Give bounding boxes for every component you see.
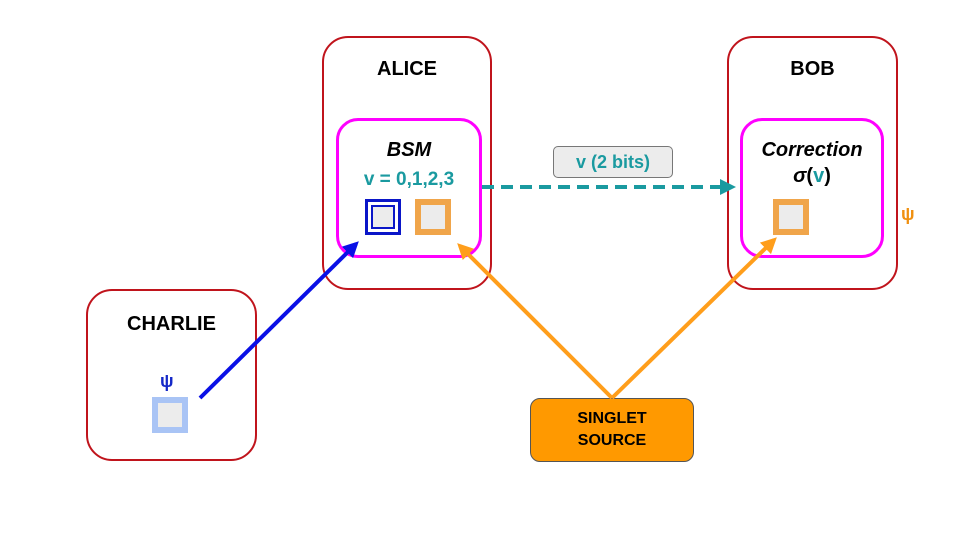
entangle-arrow-bob [610, 237, 777, 400]
bob-label: BOB [790, 58, 835, 80]
close-paren: ) [824, 165, 831, 187]
correction-title: Correction [761, 139, 863, 161]
source-line-1: SINGLET [577, 410, 647, 427]
singlet-source: SINGLET SOURCE [530, 398, 694, 462]
correction-box: Correction σ(v) [740, 118, 884, 258]
entangle-arrow-alice [457, 243, 614, 400]
psi-charlie-symbol: ψ [160, 371, 174, 391]
classical-message-label: v (2 bits) [553, 146, 673, 178]
open-paren: ( [806, 165, 814, 187]
teleport-arrow [198, 241, 359, 400]
bsm-values: v = 0,1,2,3 [363, 169, 455, 190]
alice-qubit-entangled [415, 199, 451, 235]
correction-var: v [813, 165, 825, 187]
psi-bob-symbol: ψ [901, 204, 915, 224]
bsm-box: BSM v = 0,1,2,3 [336, 118, 482, 258]
source-line-2: SOURCE [577, 432, 647, 449]
charlie-qubit [152, 397, 188, 433]
charlie-label: CHARLIE [127, 313, 216, 335]
bsm-title: BSM [386, 139, 432, 161]
sigma-symbol: σ [793, 165, 807, 187]
bob-qubit-entangled [773, 199, 809, 235]
alice-qubit-from-charlie [365, 199, 401, 235]
alice-label: ALICE [377, 58, 437, 80]
correction-formula: σ(v) [743, 165, 881, 188]
